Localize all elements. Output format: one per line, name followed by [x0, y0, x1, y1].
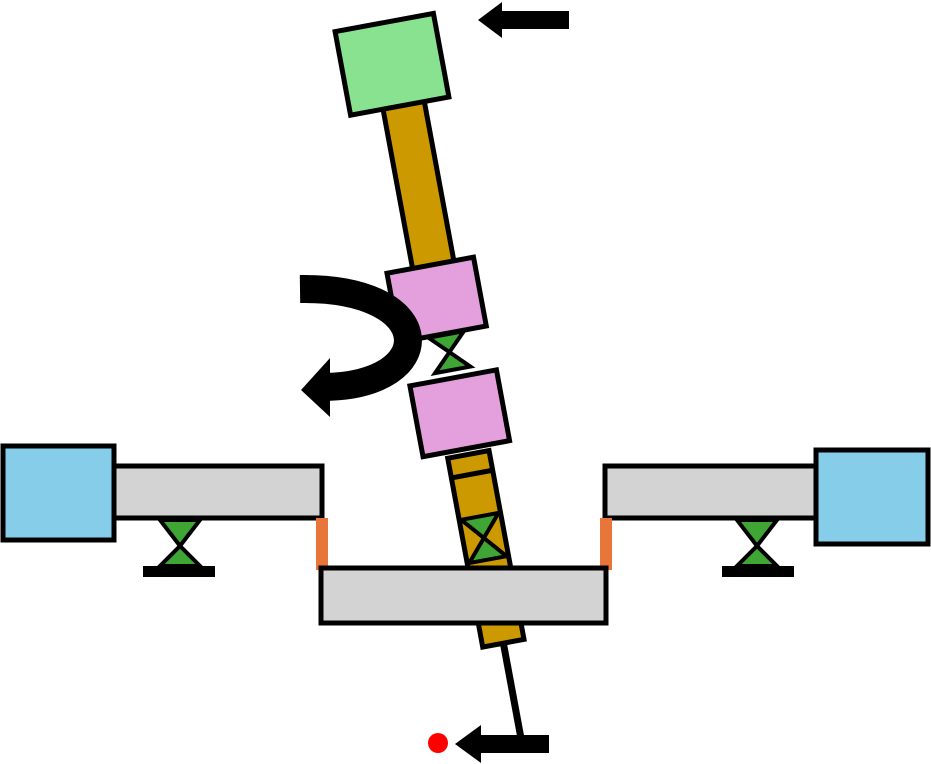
- right-pivot-icon: [722, 518, 794, 577]
- flexure-hinge-icon: [423, 328, 476, 376]
- probe-tip-dot: [428, 733, 448, 753]
- left-pivot-base: [143, 566, 215, 577]
- rod-assembly: [332, 10, 527, 738]
- top-mass-block: [332, 10, 452, 119]
- left-beam: [109, 463, 325, 521]
- rod-divider-line: [450, 467, 494, 481]
- top-force-arrow-icon: [478, 2, 569, 38]
- right-contact-pad: [600, 518, 612, 570]
- right-end-mass-block: [813, 447, 931, 547]
- lower-clamp-block: [407, 366, 513, 460]
- tip-force-arrow-icon: [455, 725, 549, 763]
- left-pivot-icon: [143, 518, 215, 577]
- left-end-mass-block: [0, 443, 117, 543]
- right-beam: [602, 463, 821, 521]
- left-contact-pad: [316, 518, 328, 570]
- center-base-beam: [318, 565, 609, 626]
- right-pivot-base: [722, 566, 794, 577]
- rotation-arrow-icon: [299, 274, 422, 417]
- lower-hinge-icon: [456, 510, 512, 566]
